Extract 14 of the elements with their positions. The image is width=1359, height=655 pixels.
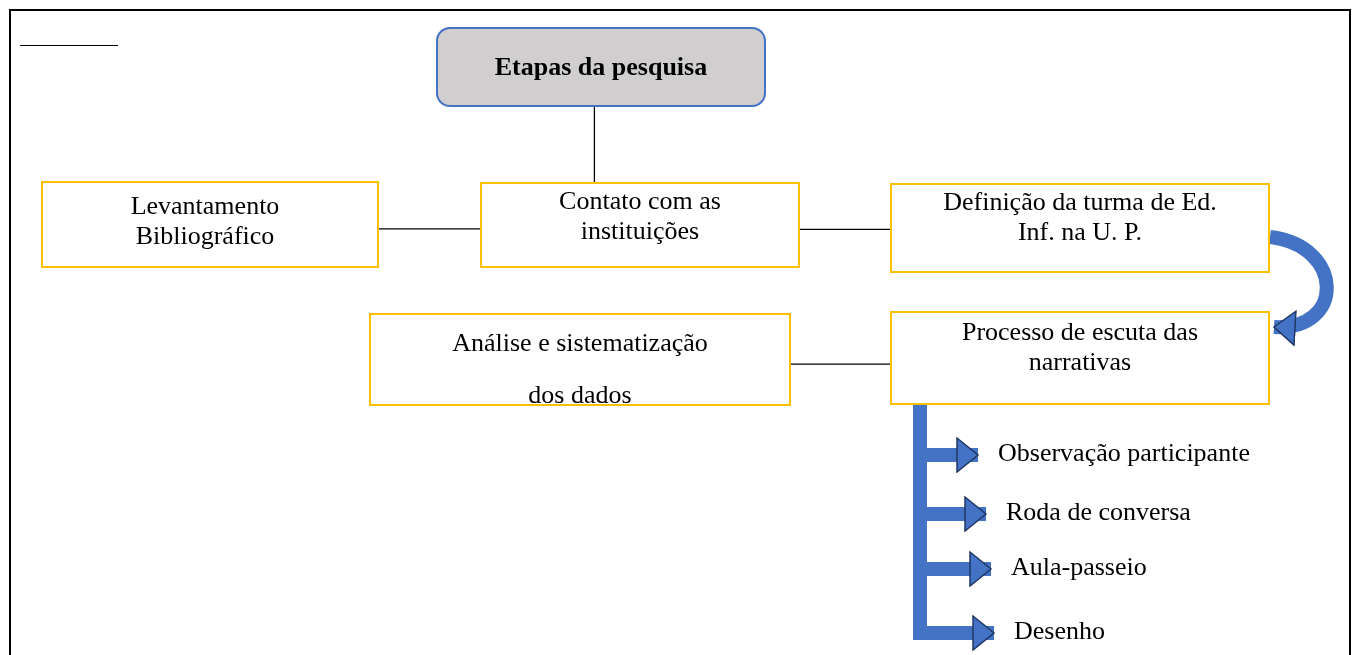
connector-line xyxy=(593,106,596,183)
process-box: Contato com as instituições xyxy=(480,182,800,268)
connector-line xyxy=(378,228,481,230)
step-label: Desenho xyxy=(1014,616,1134,650)
step-label: Observação participante xyxy=(998,438,1310,472)
connector-line xyxy=(799,228,891,230)
process-box: Análise e sistematização dos dados xyxy=(369,313,791,406)
step-label: Roda de conversa xyxy=(1006,497,1236,531)
connector-line xyxy=(790,363,891,365)
step-label: Aula-passeio xyxy=(1011,552,1181,586)
process-box: Definição da turma de Ed. Inf. na U. P. xyxy=(890,183,1270,273)
title-box: Etapas da pesquisa xyxy=(436,27,766,107)
process-box: Levantamento Bibliográfico xyxy=(41,181,379,268)
process-box: Processo de escuta das narrativas xyxy=(890,311,1270,405)
